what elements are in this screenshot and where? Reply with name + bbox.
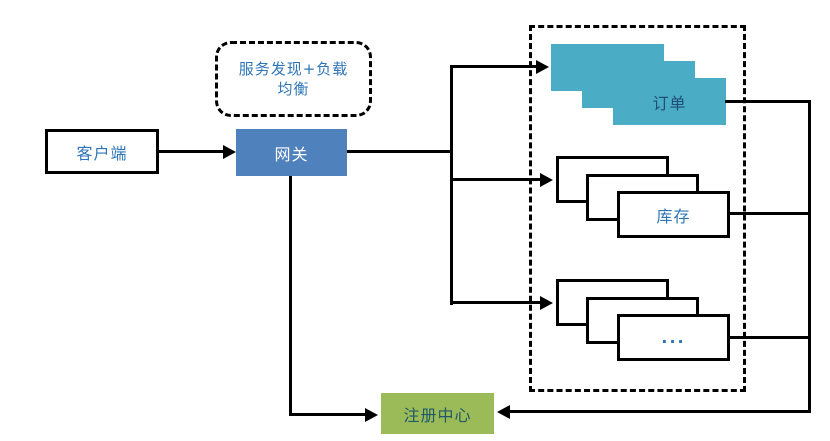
connector-trunk-vertical-line	[450, 65, 453, 305]
more-services-label: ...	[661, 328, 686, 347]
connector-more-registry-line	[730, 336, 811, 339]
inventory-label: 库存	[656, 206, 691, 226]
service-discovery-label-line1: 服务发现+负载	[238, 59, 349, 78]
connector-bus-registry-arrowhead	[497, 405, 510, 419]
client-node: 客户端	[45, 129, 159, 174]
gateway-label: 网关	[274, 144, 309, 164]
connector-inventory-registry-line	[730, 212, 811, 215]
connector-gateway-registry-vertical-line	[289, 176, 292, 416]
connector-gateway-registry-arrowhead	[365, 408, 378, 422]
connector-client-gateway-arrowhead	[223, 145, 236, 159]
connector-gateway-trunk-line	[347, 150, 453, 153]
connector-branch-order-arrowhead	[536, 60, 549, 74]
inventory-instance-front: 库存	[617, 191, 730, 238]
connector-right-bus-vertical-line	[808, 100, 811, 413]
connector-gateway-registry-line	[289, 413, 367, 416]
gateway-node: 网关	[236, 129, 347, 176]
client-label: 客户端	[76, 143, 128, 163]
connector-order-registry-line	[725, 100, 811, 103]
connector-branch-inventory-arrowhead	[540, 173, 553, 187]
order-instance-front: 订单	[613, 78, 726, 125]
service-discovery-node: 服务发现+负载 均衡	[215, 41, 372, 117]
registry-label: 注册中心	[403, 405, 472, 425]
connector-branch-more-line	[450, 301, 541, 304]
connector-bus-registry-line	[510, 410, 811, 413]
more-services-instance-front: ...	[617, 314, 730, 361]
service-discovery-label-line2: 均衡	[277, 80, 310, 98]
connector-client-gateway-line	[159, 150, 225, 153]
connector-branch-order-line	[450, 65, 538, 68]
connector-branch-more-arrowhead	[540, 296, 553, 310]
registry-node: 注册中心	[381, 393, 494, 434]
order-label: 订单	[652, 93, 687, 113]
services-cluster-boundary	[529, 25, 746, 392]
connector-branch-inventory-line	[450, 178, 541, 181]
